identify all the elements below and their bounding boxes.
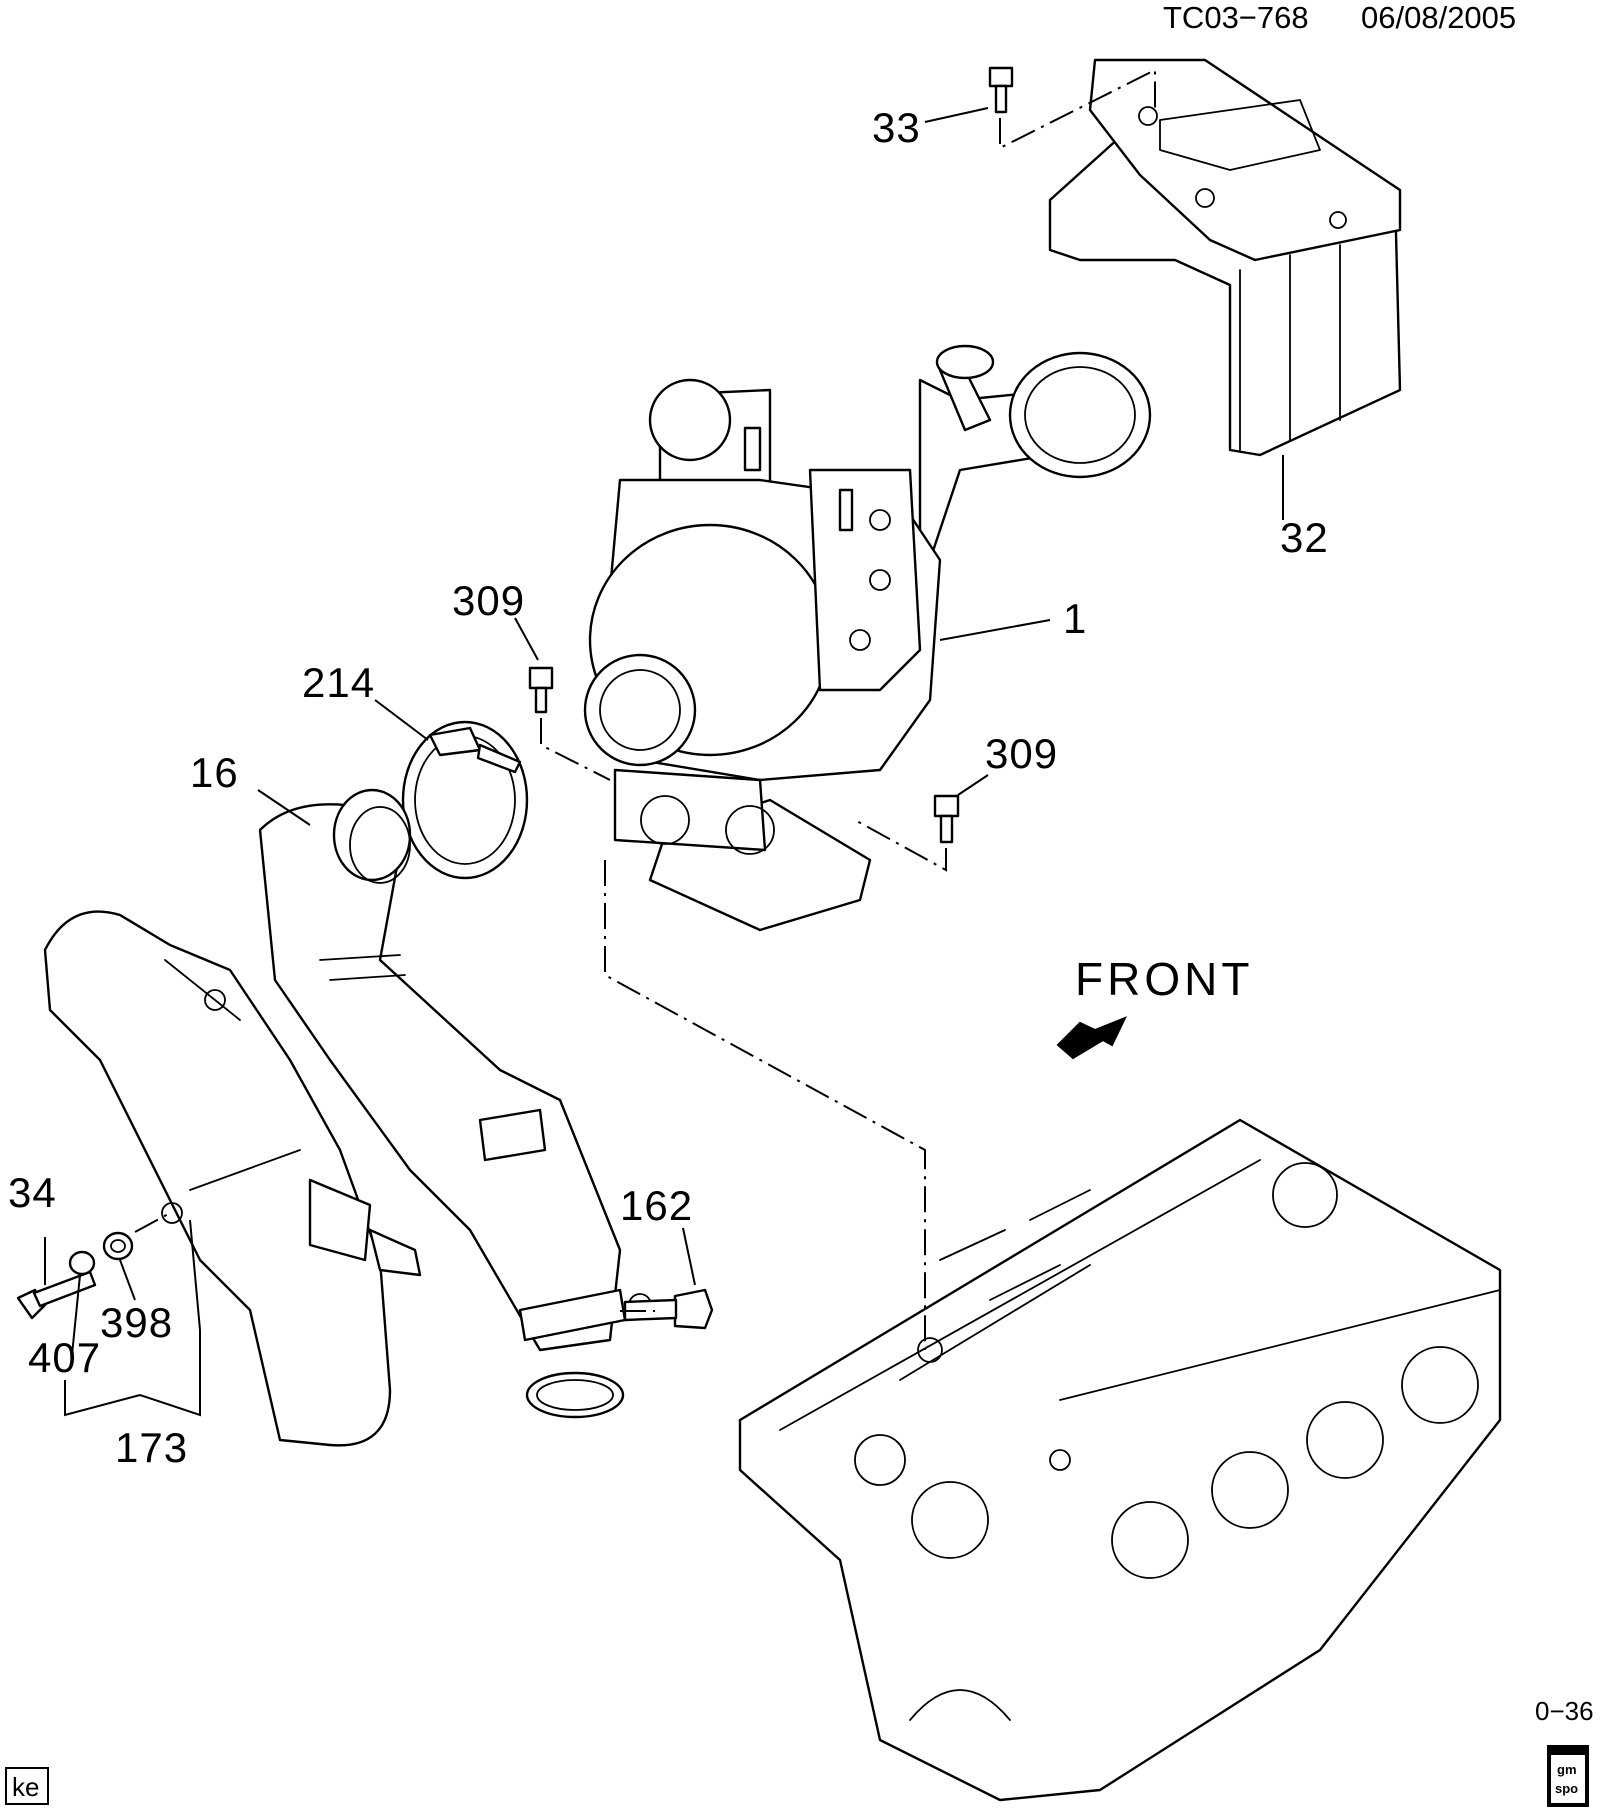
callout-1: 1 xyxy=(1063,595,1087,642)
leader-214 xyxy=(374,699,429,741)
drawing-date: 06/08/2005 xyxy=(1361,0,1516,35)
engine-block xyxy=(738,1118,1502,1802)
callout-309-lower: 309 xyxy=(985,730,1058,777)
leader-1 xyxy=(939,619,1051,641)
leader-398 xyxy=(119,1259,136,1301)
callout-162: 162 xyxy=(620,1182,693,1229)
leader-309-upper-dash xyxy=(540,718,611,781)
leader-16 xyxy=(257,789,311,826)
leader-407 xyxy=(71,1274,81,1356)
callout-33: 33 xyxy=(872,104,921,151)
initials-box xyxy=(5,1767,49,1805)
turbocharger-part-1 xyxy=(583,344,1152,932)
bolt-part-33 xyxy=(988,66,1014,114)
initials-text: ke xyxy=(12,1772,39,1802)
front-label: FRONT xyxy=(1075,953,1253,1005)
grommet-part-398 xyxy=(102,1231,134,1261)
bolt-part-309-lower xyxy=(933,794,960,844)
callout-32: 32 xyxy=(1280,514,1329,561)
leader-309-upper xyxy=(514,617,539,661)
leader-309-lower xyxy=(957,774,989,796)
bracket-173 xyxy=(64,1219,201,1417)
callout-309-upper: 309 xyxy=(452,577,525,624)
bolt-part-34 xyxy=(16,1270,97,1320)
leader-33 xyxy=(924,107,989,123)
callout-214: 214 xyxy=(302,659,375,706)
callout-16: 16 xyxy=(190,749,239,796)
callout-34: 34 xyxy=(8,1169,57,1216)
heat-shield-part-32 xyxy=(1048,58,1402,457)
page-reference: 0−36 xyxy=(1535,1696,1594,1726)
callout-407: 407 xyxy=(28,1334,101,1381)
callout-173: 173 xyxy=(115,1424,188,1471)
front-arrow-icon xyxy=(1056,1016,1128,1060)
bolt-part-309-upper xyxy=(528,666,554,714)
bolt-part-162 xyxy=(623,1288,714,1330)
logo-line-2: spo xyxy=(1555,1781,1578,1796)
air-duct-part-173 xyxy=(43,910,422,1447)
leader-block-dash xyxy=(604,860,926,1350)
drawing-id: TC03−768 xyxy=(1163,0,1309,35)
leader-fastener-dash xyxy=(134,1211,173,1233)
leader-33-dash xyxy=(999,68,1156,150)
intake-tube-part-16 xyxy=(258,788,652,1419)
logo-line-1: gm xyxy=(1557,1762,1577,1777)
callout-398: 398 xyxy=(100,1299,173,1346)
leader-162 xyxy=(682,1227,696,1286)
leader-309-lower-dash xyxy=(854,819,947,872)
gm-spo-logo: gm spo xyxy=(1547,1745,1589,1807)
clamp-part-214 xyxy=(401,720,529,880)
washer-part-407 xyxy=(68,1250,96,1276)
